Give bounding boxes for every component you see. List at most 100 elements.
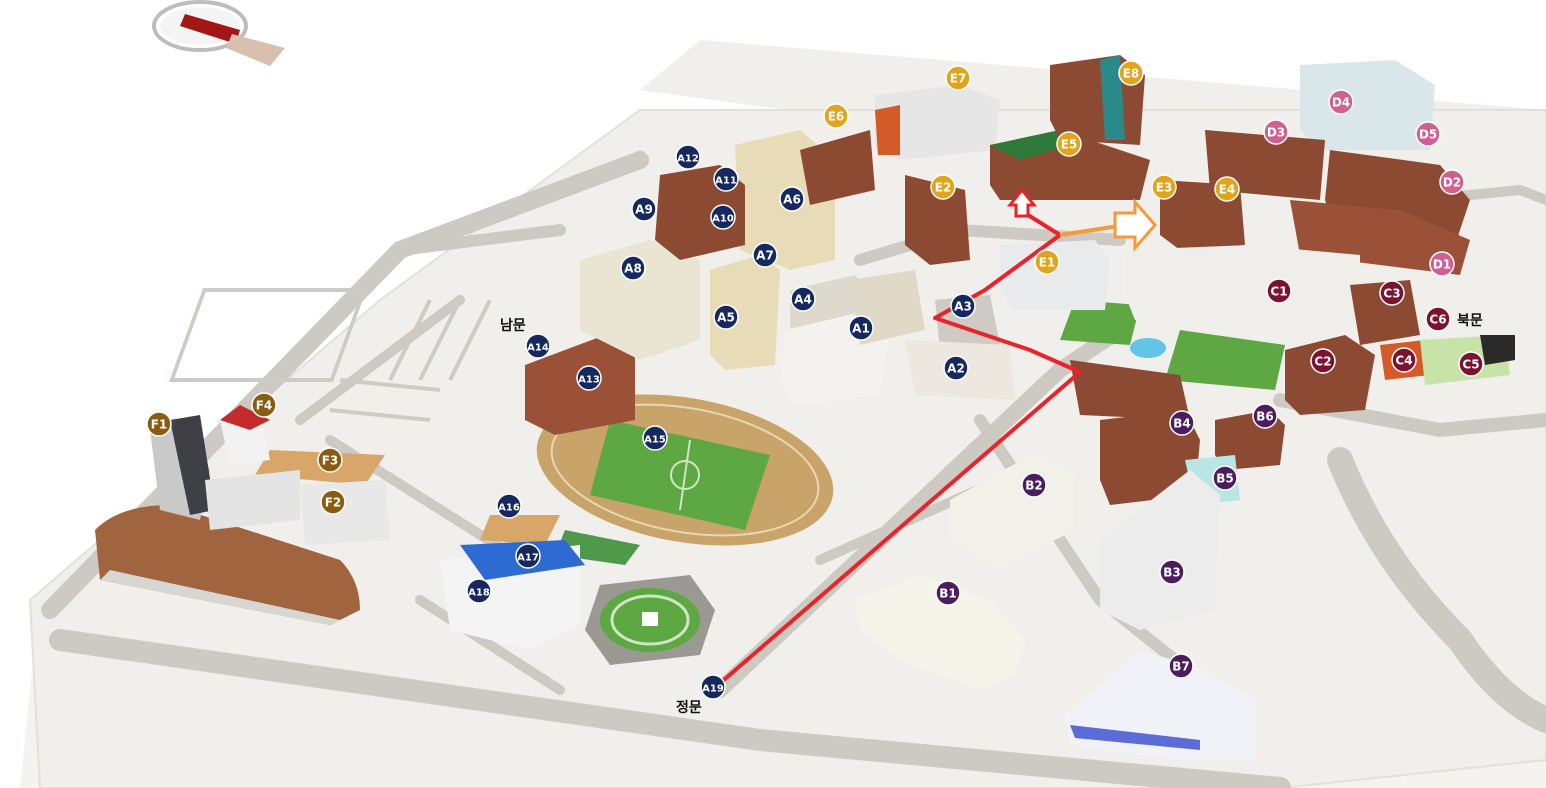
- marker-f4[interactable]: F4: [251, 392, 277, 418]
- marker-badge: [1439, 169, 1465, 195]
- marker-e6[interactable]: E6: [823, 103, 849, 129]
- marker-c3[interactable]: C3: [1379, 280, 1405, 306]
- marker-badge: [631, 196, 657, 222]
- marker-label: B5: [1216, 472, 1234, 486]
- marker-f2[interactable]: F2: [320, 489, 346, 515]
- marker-badge: [146, 411, 172, 437]
- marker-badge: [1169, 410, 1195, 436]
- marker-a2[interactable]: A2: [943, 355, 969, 381]
- marker-label: E5: [1061, 138, 1078, 152]
- marker-label: A7: [756, 249, 774, 263]
- marker-label: B2: [1025, 479, 1043, 493]
- marker-badge: [525, 333, 551, 359]
- marker-a16[interactable]: A16: [496, 493, 522, 519]
- marker-badge: [1159, 559, 1185, 585]
- marker-a4[interactable]: A4: [790, 286, 816, 312]
- marker-c4[interactable]: C4: [1391, 347, 1417, 373]
- marker-a19[interactable]: A19: [700, 674, 726, 700]
- marker-badge: [710, 204, 736, 230]
- marker-badge: [752, 242, 778, 268]
- marker-c1[interactable]: C1: [1266, 278, 1292, 304]
- marker-badge: [320, 489, 346, 515]
- marker-label: A2: [947, 362, 965, 376]
- marker-label: C5: [1462, 358, 1479, 372]
- marker-label: A18: [468, 588, 490, 599]
- marker-d4[interactable]: D4: [1328, 89, 1354, 115]
- marker-e1[interactable]: E1: [1034, 249, 1060, 275]
- marker-badge: [945, 65, 971, 91]
- parking-lots: [168, 288, 492, 422]
- marker-label: D5: [1419, 128, 1437, 142]
- marker-badge: [1328, 89, 1354, 115]
- marker-a1[interactable]: A1: [848, 315, 874, 341]
- marker-label: A14: [527, 343, 549, 354]
- marker-badge: [1214, 176, 1240, 202]
- marker-a5[interactable]: A5: [713, 304, 739, 330]
- marker-e7[interactable]: E7: [945, 65, 971, 91]
- marker-badge: [1034, 249, 1060, 275]
- marker-badge: [642, 425, 668, 451]
- marker-b5[interactable]: B5: [1212, 465, 1238, 491]
- marker-c6[interactable]: C6: [1425, 306, 1451, 332]
- marker-label: A6: [783, 193, 801, 207]
- marker-label: C3: [1383, 287, 1400, 301]
- marker-e8[interactable]: E8: [1118, 60, 1144, 86]
- marker-label: C4: [1395, 354, 1412, 368]
- marker-label: A1: [852, 322, 870, 336]
- marker-badge: [1118, 60, 1144, 86]
- marker-a9[interactable]: A9: [631, 196, 657, 222]
- marker-c5[interactable]: C5: [1458, 351, 1484, 377]
- marker-label: A3: [954, 300, 972, 314]
- marker-a13[interactable]: A13: [576, 365, 602, 391]
- marker-a7[interactable]: A7: [752, 242, 778, 268]
- marker-badge: [496, 493, 522, 519]
- marker-label: E2: [935, 181, 952, 195]
- marker-label: A5: [717, 311, 735, 325]
- marker-b3[interactable]: B3: [1159, 559, 1185, 585]
- marker-badge: [1415, 121, 1441, 147]
- marker-badge: [930, 174, 956, 200]
- marker-badge: [1151, 174, 1177, 200]
- marker-d3[interactable]: D3: [1263, 119, 1289, 145]
- marker-f1[interactable]: F1: [146, 411, 172, 437]
- marker-e3[interactable]: E3: [1151, 174, 1177, 200]
- marker-label: A13: [578, 375, 600, 386]
- marker-a14[interactable]: A14: [525, 333, 551, 359]
- marker-c2[interactable]: C2: [1310, 348, 1336, 374]
- marker-a18[interactable]: A18: [466, 578, 492, 604]
- marker-label: C2: [1314, 355, 1331, 369]
- marker-badge: [317, 447, 343, 473]
- marker-e4[interactable]: E4: [1214, 176, 1240, 202]
- marker-d2[interactable]: D2: [1439, 169, 1465, 195]
- marker-a17[interactable]: A17: [515, 543, 541, 569]
- marker-b7[interactable]: B7: [1168, 653, 1194, 679]
- marker-a6[interactable]: A6: [779, 186, 805, 212]
- marker-a3[interactable]: A3: [950, 293, 976, 319]
- marker-a10[interactable]: A10: [710, 204, 736, 230]
- marker-b2[interactable]: B2: [1021, 472, 1047, 498]
- marker-a11[interactable]: A11: [713, 166, 739, 192]
- marker-label: A8: [624, 262, 642, 276]
- marker-e5[interactable]: E5: [1056, 131, 1082, 157]
- marker-d5[interactable]: D5: [1415, 121, 1441, 147]
- marker-label: D2: [1443, 176, 1461, 190]
- marker-b6[interactable]: B6: [1252, 403, 1278, 429]
- marker-badge: [713, 304, 739, 330]
- marker-f3[interactable]: F3: [317, 447, 343, 473]
- marker-badge: [848, 315, 874, 341]
- marker-a15[interactable]: A15: [642, 425, 668, 451]
- marker-a12[interactable]: A12: [675, 144, 701, 170]
- marker-b1[interactable]: B1: [935, 580, 961, 606]
- marker-badge: [1379, 280, 1405, 306]
- marker-badge: [950, 293, 976, 319]
- marker-label: D4: [1332, 96, 1350, 110]
- marker-badge: [1168, 653, 1194, 679]
- compass-icon: [152, 0, 285, 66]
- marker-badge: [515, 543, 541, 569]
- marker-badge: [1429, 251, 1455, 277]
- marker-e2[interactable]: E2: [930, 174, 956, 200]
- marker-b4[interactable]: B4: [1169, 410, 1195, 436]
- marker-a8[interactable]: A8: [620, 255, 646, 281]
- marker-d1[interactable]: D1: [1429, 251, 1455, 277]
